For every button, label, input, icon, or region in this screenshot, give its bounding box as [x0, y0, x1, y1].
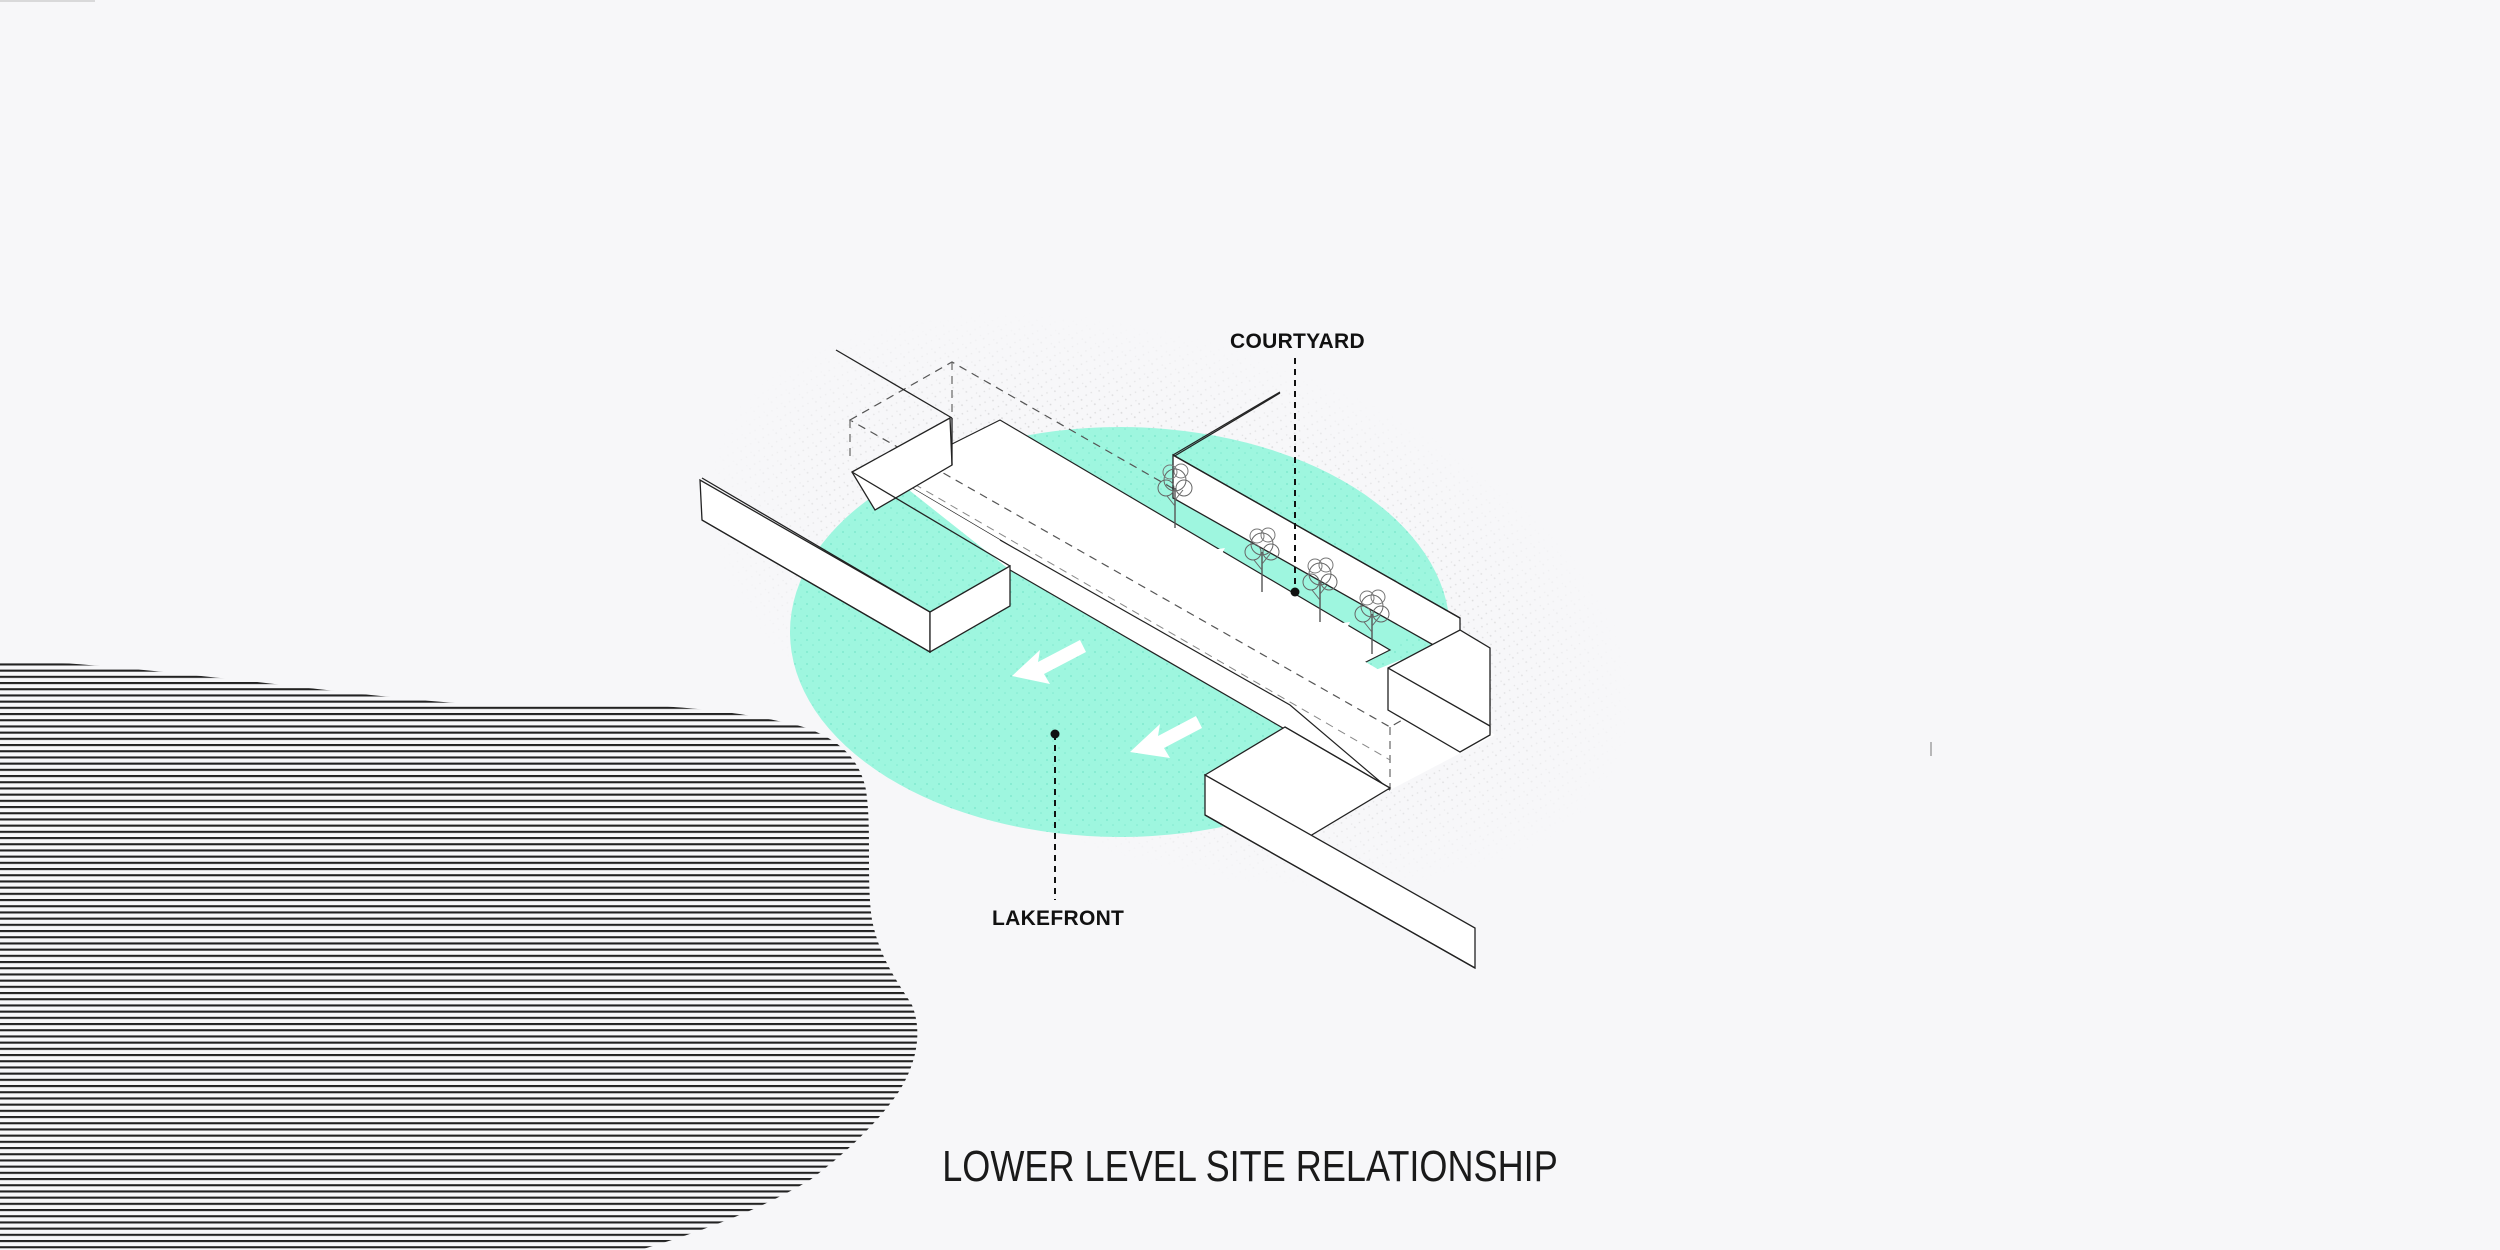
right-upper-wing [1172, 391, 1491, 753]
leader-dot-icon [1290, 587, 1300, 597]
lake-water [0, 660, 918, 1250]
right-lower-wing [1203, 726, 1476, 970]
leader-dot-icon [1050, 729, 1060, 739]
diagram-title: LOWER LEVEL SITE RELATIONSHIP [942, 1142, 1558, 1191]
courtyard-zone [1140, 490, 1415, 658]
courtyard-label: COURTYARD [1230, 330, 1365, 353]
lakefront-label: LAKEFRONT [992, 907, 1125, 930]
left-wing [699, 349, 1011, 654]
main-floor [890, 475, 1495, 790]
